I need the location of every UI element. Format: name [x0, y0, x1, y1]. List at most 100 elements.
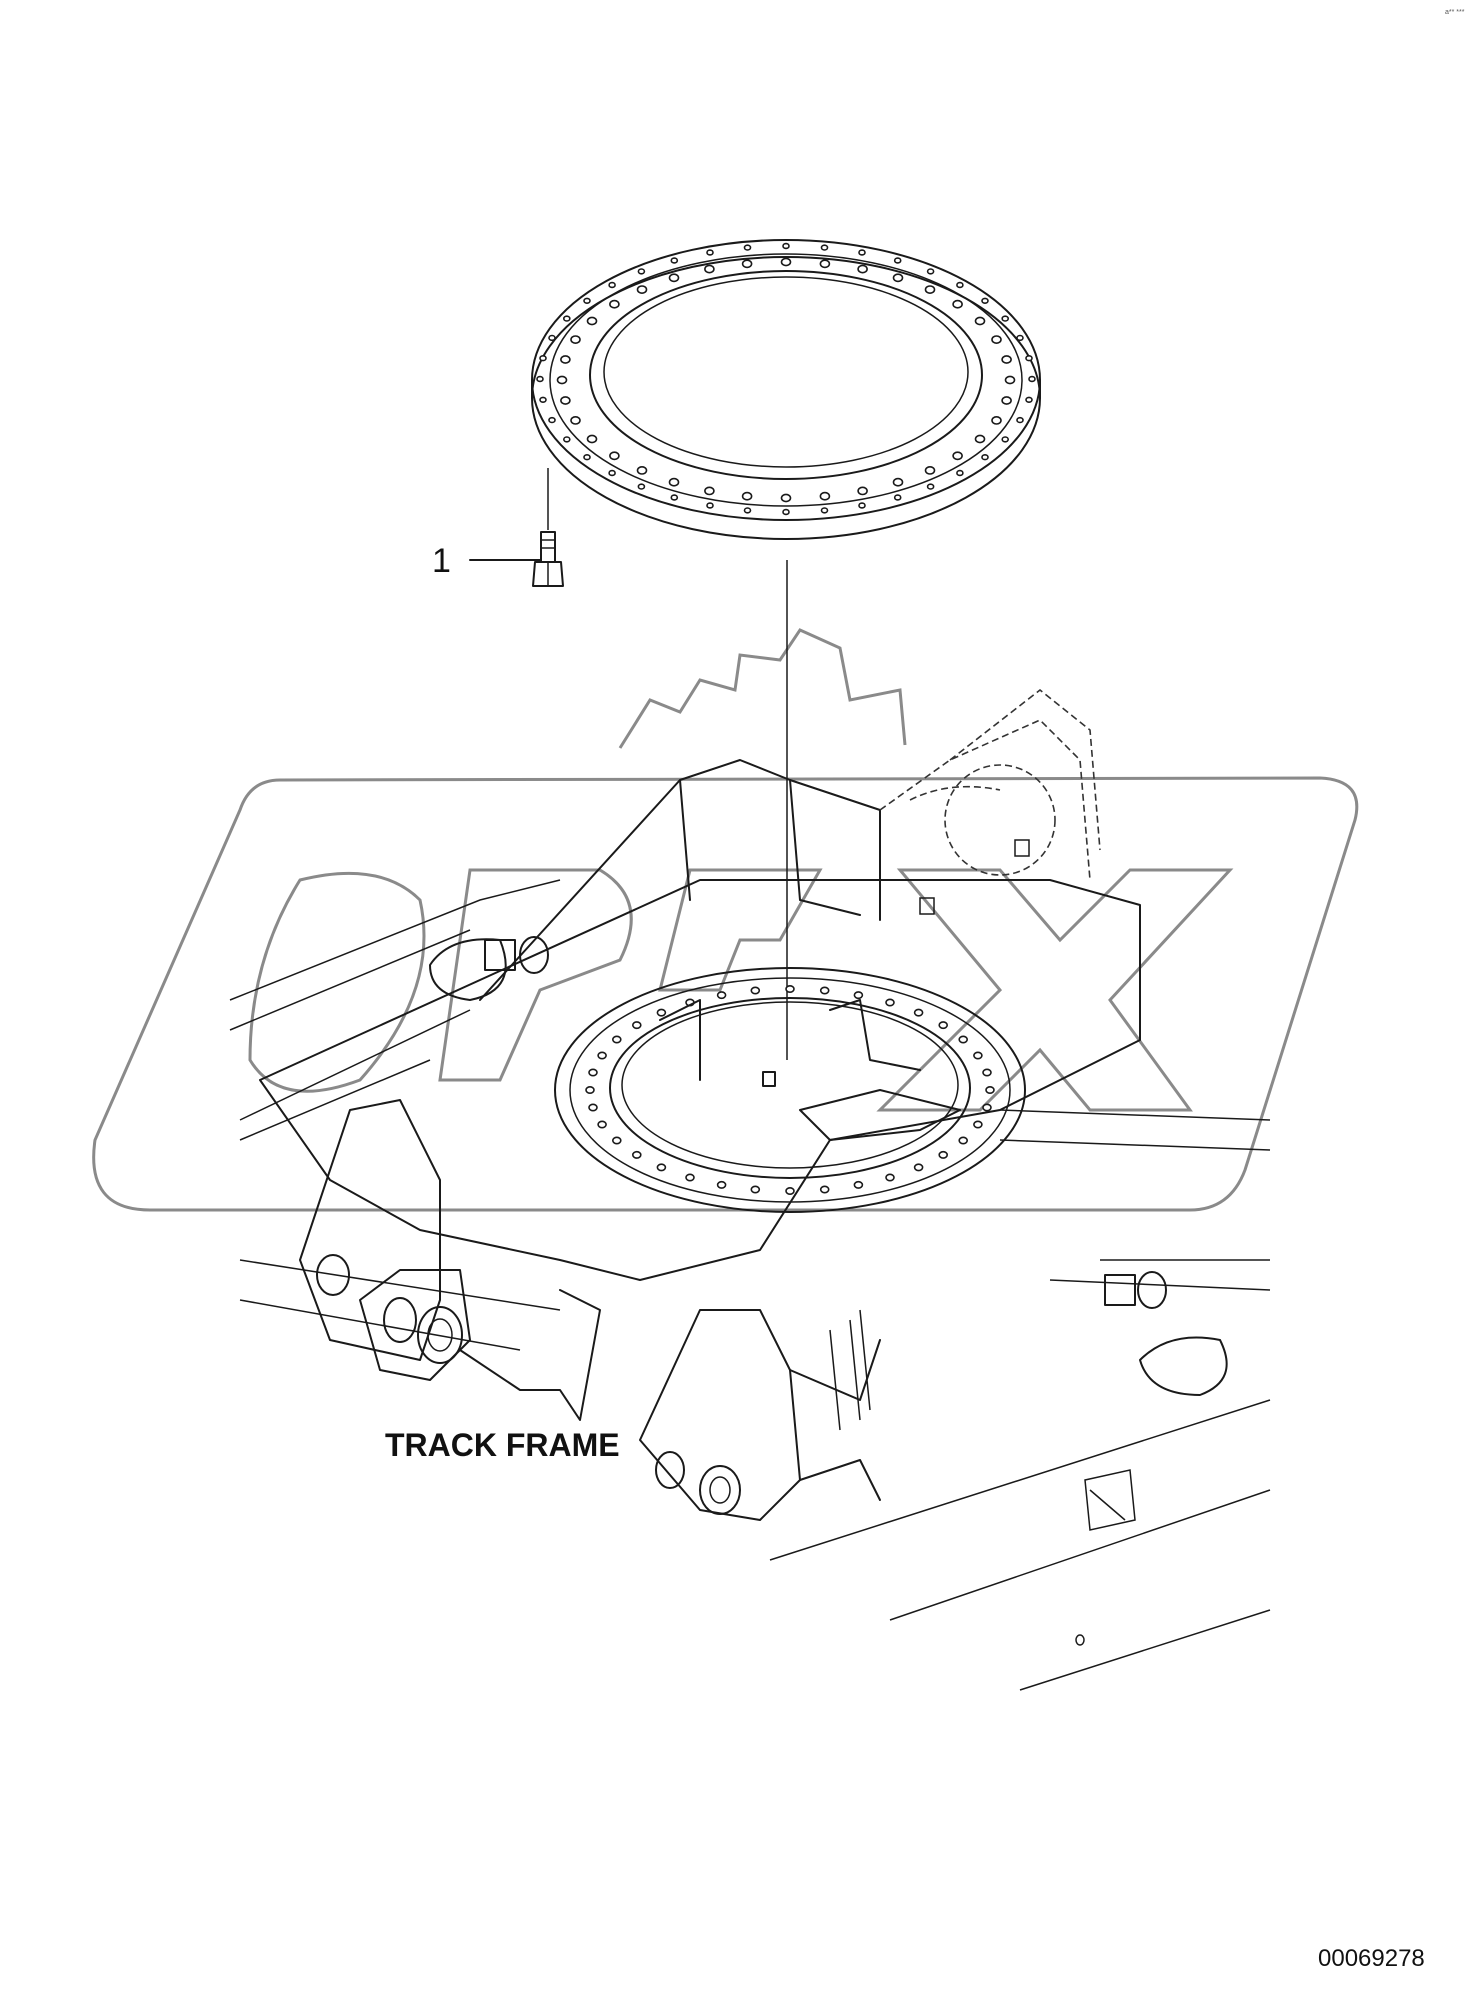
- bolt-hole: [1025, 355, 1033, 362]
- bolt-hole: [743, 244, 752, 251]
- bolt-hole: [1016, 334, 1024, 342]
- bolt-hole: [562, 315, 571, 322]
- bolt-hole: [857, 486, 868, 496]
- bolt-hole: [780, 257, 792, 267]
- bolt-hole: [819, 259, 831, 269]
- bolt-hole: [958, 1136, 969, 1145]
- bolt-hole: [1001, 436, 1010, 443]
- bolt-hole: [539, 396, 547, 403]
- bolt-hole: [597, 1051, 607, 1060]
- bolt-hole: [956, 469, 964, 477]
- bolt-hole: [670, 494, 679, 501]
- corner-mark: a** ***: [1445, 9, 1465, 16]
- bolt-hole: [570, 335, 581, 344]
- bolt-hole: [956, 281, 964, 289]
- bolt-hole: [636, 465, 648, 475]
- bolt-hole: [913, 1008, 924, 1017]
- watermark-logo: [92, 628, 1359, 1212]
- bolt-hole: [570, 415, 581, 425]
- bolt-hole: [1001, 355, 1012, 364]
- callout-1-number[interactable]: 1: [432, 542, 451, 580]
- bolt-hole: [608, 469, 616, 477]
- bolt-hole: [782, 242, 790, 250]
- bolt-hole: [893, 257, 902, 264]
- bolt-hole: [741, 259, 753, 269]
- bolt-hole: [819, 1185, 830, 1194]
- bolt-hole: [819, 491, 831, 501]
- bolt-hole: [536, 375, 544, 383]
- bolt-hole: [539, 355, 547, 362]
- bolt-icon[interactable]: [532, 531, 564, 587]
- bolt-hole: [958, 1035, 969, 1044]
- bolt-hole: [820, 507, 829, 514]
- bolt-hole: [685, 1173, 695, 1182]
- bolt-hole: [583, 297, 591, 304]
- bolt-hole: [982, 1103, 992, 1112]
- bolt-hole: [548, 416, 556, 424]
- bolt-hole: [704, 264, 715, 274]
- bolt-hole: [611, 1136, 622, 1145]
- bolt-hole: [670, 257, 679, 264]
- bolt-hole: [716, 991, 727, 1000]
- bolt-hole: [938, 1021, 949, 1030]
- bolt-hole: [991, 335, 1002, 344]
- bolt-hole: [780, 493, 792, 503]
- bolt-hole: [1025, 396, 1033, 403]
- bolt-hole: [656, 1163, 667, 1172]
- bolt-hole: [885, 1173, 895, 1182]
- bolt-hole: [706, 249, 714, 256]
- bolt-hole: [631, 1150, 642, 1159]
- bolt-hole: [556, 375, 568, 385]
- track-frame-label: TRACK FRAME: [385, 1427, 620, 1463]
- bolt-hole: [750, 986, 761, 995]
- bolt-hole: [973, 1051, 983, 1060]
- bolt-hole: [750, 1185, 761, 1194]
- bolt-hole: [668, 477, 680, 487]
- bolt-hole: [637, 483, 646, 490]
- bolt-hole: [892, 477, 904, 487]
- bolt-hole: [785, 984, 795, 993]
- bolt-hole: [853, 991, 864, 1000]
- drawing-number: 00069278: [1318, 1945, 1425, 1972]
- bolt-hole: [706, 502, 714, 509]
- frame-bolt-holes: [585, 984, 995, 1196]
- bolt-hole: [952, 299, 963, 309]
- bolt-hole: [913, 1163, 924, 1172]
- bolt-hole: [743, 507, 752, 514]
- bolt-hole: [885, 998, 895, 1007]
- bolt-hole: [858, 502, 866, 509]
- bolt-hole: [611, 1035, 622, 1044]
- track-frame-drawing: [229, 688, 1271, 1691]
- bolt-hole: [926, 483, 935, 490]
- bolt-hole: [609, 451, 620, 461]
- bolt-hole: [636, 285, 648, 294]
- bolt-hole: [741, 491, 753, 501]
- bolt-hole: [1028, 375, 1036, 383]
- bolt-hole: [991, 415, 1002, 425]
- bolt-hole: [588, 1103, 598, 1112]
- bolt-hole: [974, 434, 986, 444]
- bolt-hole: [974, 316, 986, 326]
- bolt-hole: [1001, 315, 1010, 322]
- bolt-hole: [631, 1021, 642, 1030]
- bolt-hole: [857, 264, 868, 274]
- bolt-hole: [597, 1120, 607, 1129]
- bolt-hole: [716, 1180, 727, 1189]
- bolt-hole: [637, 268, 646, 275]
- bolt-hole: [985, 1086, 995, 1095]
- bolt-hole: [785, 1187, 795, 1196]
- bolt-hole: [858, 249, 866, 256]
- bolt-hole: [981, 454, 989, 461]
- bolt-hole: [560, 355, 571, 364]
- bolt-hole: [853, 1180, 864, 1189]
- bolt-hole: [548, 334, 556, 342]
- bolt-hole: [893, 494, 902, 501]
- bolt-hole: [586, 434, 598, 444]
- bolt-hole: [586, 316, 598, 326]
- bolt-hole: [981, 297, 989, 304]
- bolt-hole: [1016, 416, 1024, 424]
- bolt-hole: [973, 1120, 983, 1129]
- bolt-hole: [608, 281, 616, 289]
- bolt-hole: [924, 285, 936, 294]
